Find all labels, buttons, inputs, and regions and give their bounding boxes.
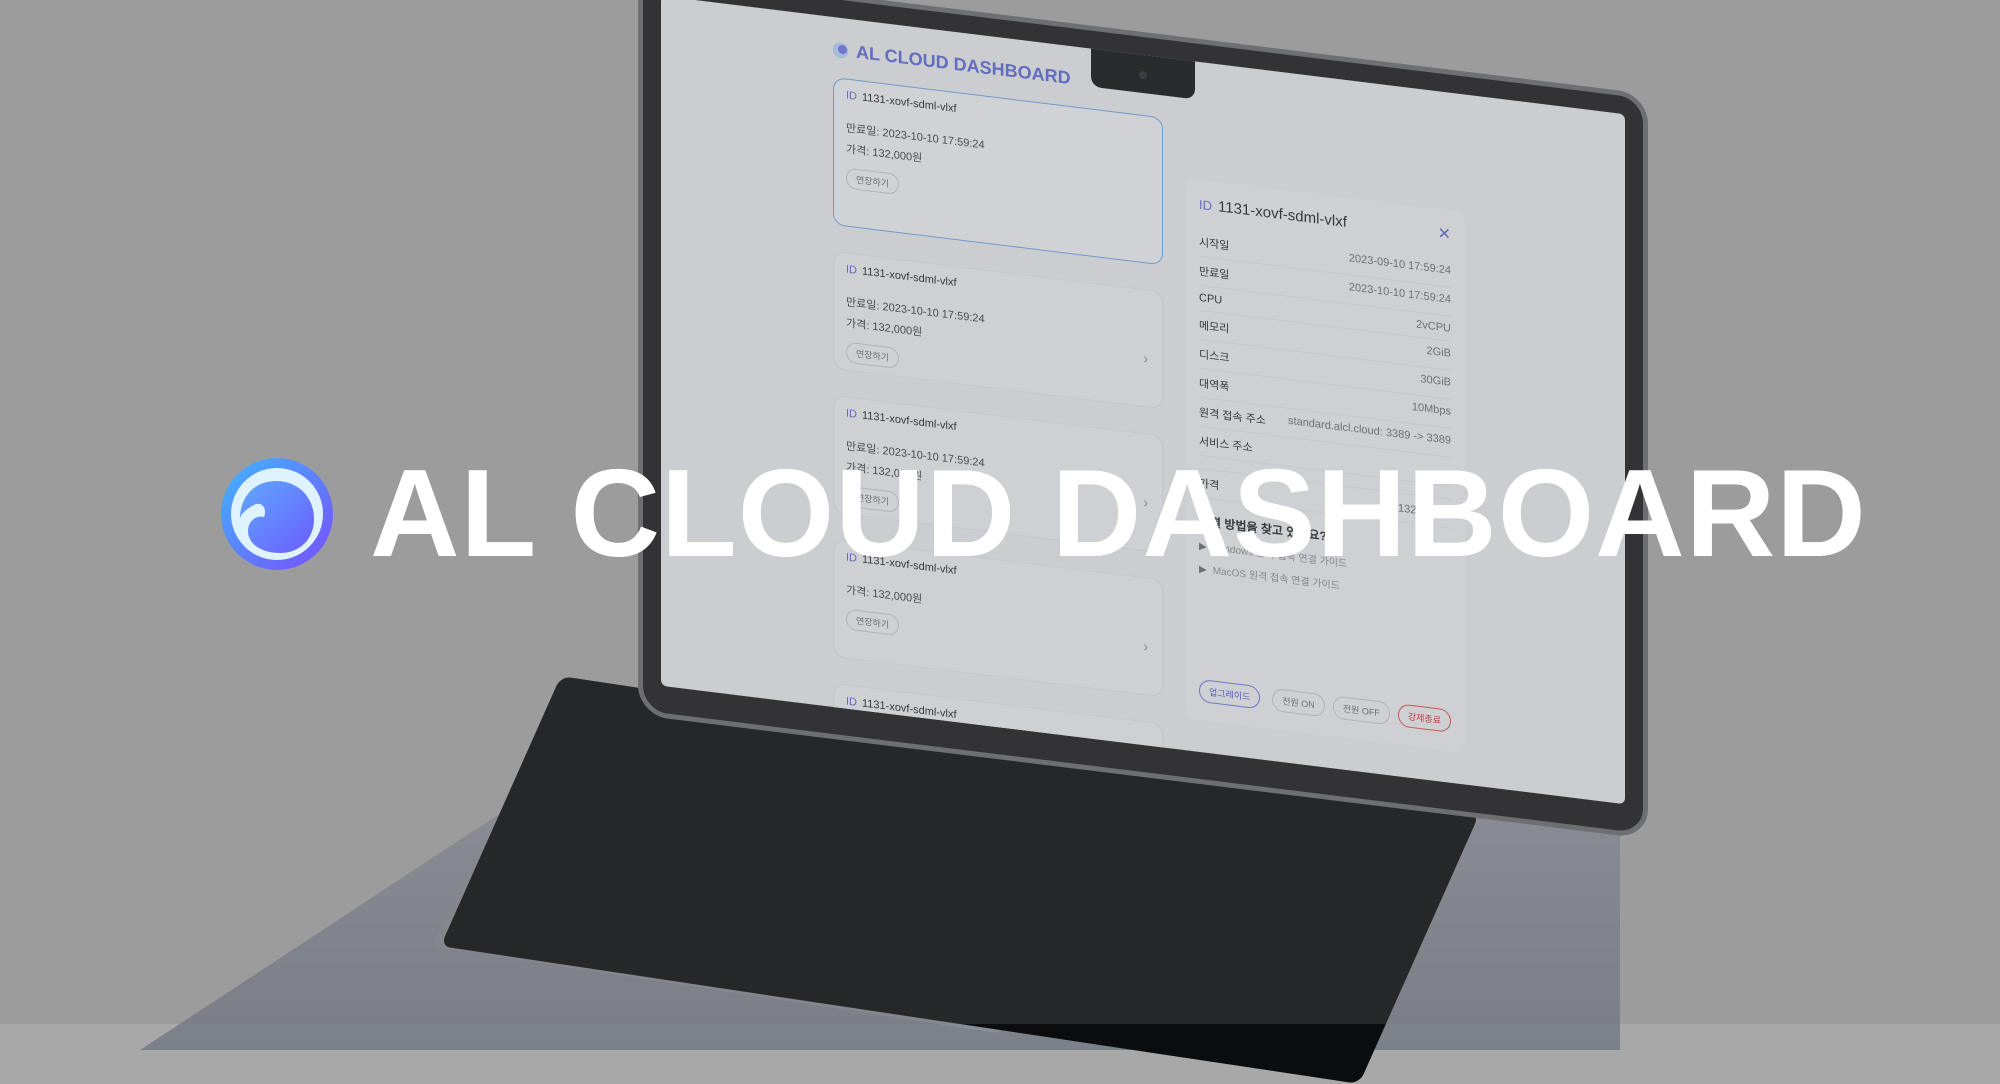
cloud-logo-icon [220,457,334,571]
hero-banner: AL CLOUD DASHBOARD [220,452,1867,576]
hero-title: AL CLOUD DASHBOARD [370,445,1867,583]
overlay-scrim [0,0,2000,1024]
